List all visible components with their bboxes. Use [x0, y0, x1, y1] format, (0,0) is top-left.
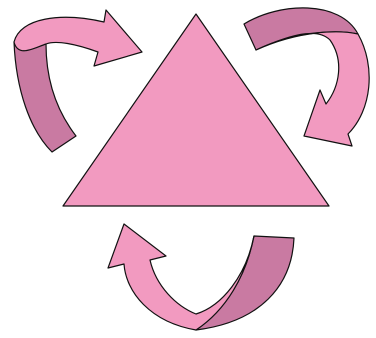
arrow-bottom	[108, 224, 294, 330]
arrow-top-left-tail	[14, 42, 76, 152]
